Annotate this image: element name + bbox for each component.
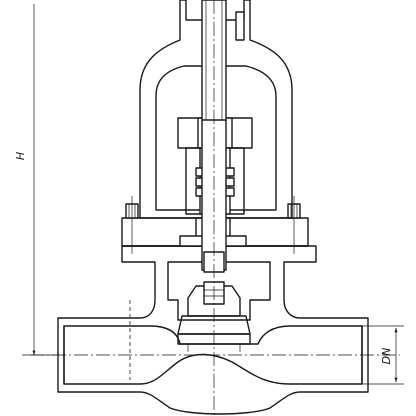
bonnet-shell	[139, 0, 293, 219]
height-dimension: H	[14, 4, 60, 356]
body-outline	[57, 245, 369, 415]
nominal-diameter-dimension: DN	[362, 325, 404, 385]
height-label: H	[14, 152, 27, 160]
nominal-diameter-label: DN	[380, 348, 393, 365]
